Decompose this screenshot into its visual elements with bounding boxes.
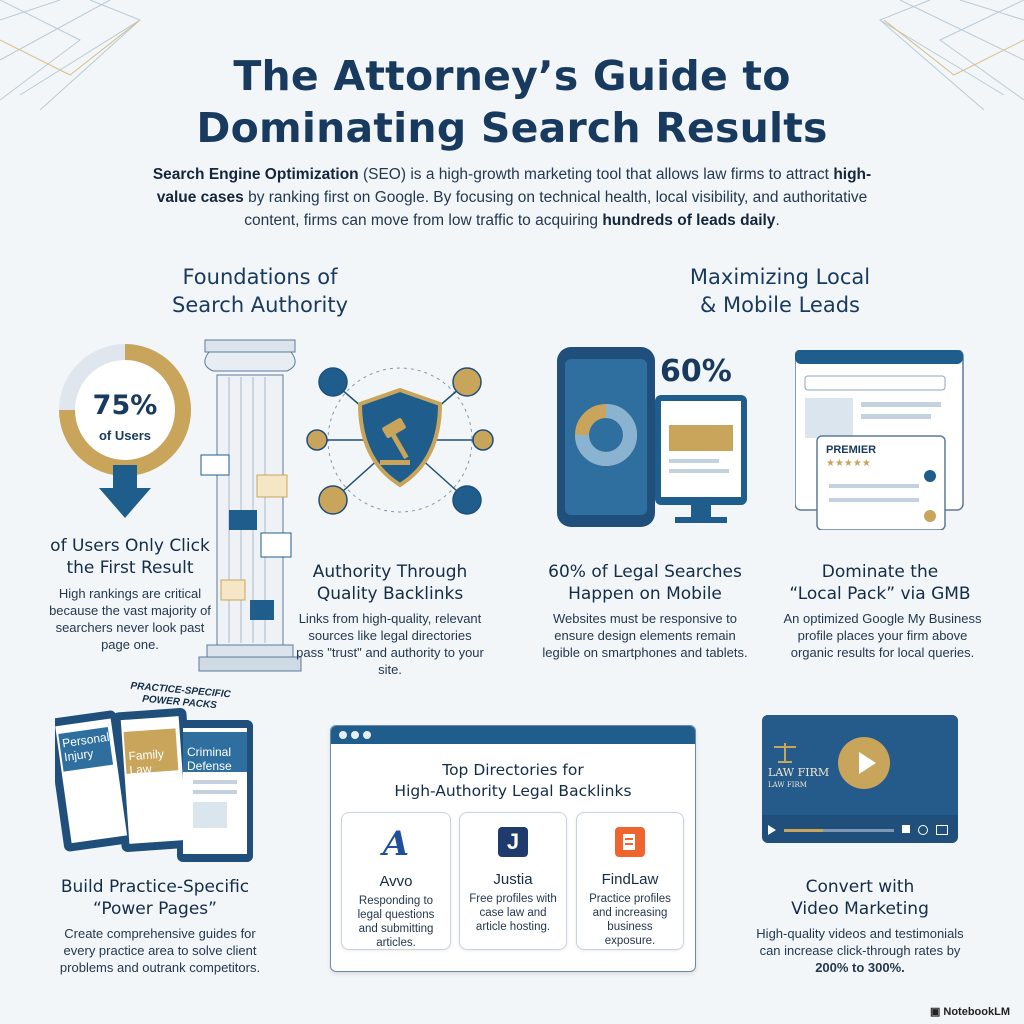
directory-description: Free profiles with case law and article … — [469, 893, 557, 933]
mobile-devices-illustration — [557, 347, 747, 527]
backlinks-shield-network — [306, 367, 494, 515]
play-button[interactable] — [838, 737, 890, 789]
intro-paragraph: Search Engine Optimization (SEO) is a hi… — [152, 166, 872, 229]
directory-name: Avvo — [379, 873, 413, 890]
directory-card-findlaw[interactable]: FindLaw Practice profiles and increasing… — [576, 812, 684, 950]
scales-icon — [774, 743, 796, 763]
directories-titlebar — [331, 726, 695, 744]
settings-icon[interactable] — [918, 825, 928, 835]
section-heading-local-mobile: Maximizing Local & Mobile Leads — [689, 265, 871, 317]
gmb-card-label: PREMIER — [826, 444, 877, 456]
power-pages-tablets — [55, 707, 253, 862]
mobile-percent: 60% — [660, 354, 732, 389]
play-icon — [859, 752, 876, 774]
section-heading-foundations: Foundations of Search Authority — [171, 265, 349, 317]
mobile-description: Websites must be responsive to ensure de… — [542, 611, 748, 660]
video-progress-track[interactable] — [784, 829, 894, 832]
avvo-logo-icon: A — [382, 824, 410, 864]
video-player[interactable]: LAW FIRM LAW FIRM — [762, 715, 958, 843]
power-pages-heading: Build Practice-Specific “Power Pages” — [60, 877, 250, 919]
users-heading: of Users Only Click the First Result — [50, 536, 210, 578]
pillar-illustration — [198, 339, 302, 672]
notebooklm-icon: ▣ — [929, 1006, 944, 1018]
small-play-icon[interactable] — [768, 825, 776, 835]
law-firm-logo: LAW FIRM LAW FIRM — [768, 766, 830, 790]
video-description: High-quality videos and testimonials can… — [756, 926, 964, 975]
directory-description: Responding to legal questions and submit… — [357, 895, 435, 949]
justia-logo-icon: J — [498, 827, 528, 857]
directories-heading: Top Directories for High-Authority Legal… — [394, 761, 632, 800]
power-pages-description: Create comprehensive guides for every pr… — [59, 926, 261, 975]
gmb-browser-illustration — [795, 350, 964, 530]
directory-name: Justia — [493, 871, 533, 888]
backlinks-description: Links from high-quality, relevant source… — [296, 611, 484, 677]
page-title: The Attorney’s Guide to Dominating Searc… — [196, 52, 828, 152]
volume-icon[interactable] — [902, 825, 910, 833]
video-progress-fill — [784, 829, 823, 832]
users-percent: 75% — [92, 390, 158, 421]
directory-card-avvo[interactable]: A Avvo Responding to legal questions and… — [341, 812, 451, 950]
users-donut-chart — [59, 344, 191, 518]
users-description: High rankings are critical because the v… — [49, 586, 211, 652]
fullscreen-icon[interactable] — [936, 825, 948, 835]
video-heading: Convert with Video Marketing — [791, 877, 929, 919]
decorative-corner-lines — [0, 0, 1024, 111]
users-percent-sub: of Users — [98, 428, 152, 443]
backlinks-heading: Authority Through Quality Backlinks — [312, 562, 468, 604]
mobile-heading: 60% of Legal Searches Happen on Mobile — [548, 562, 742, 604]
directory-name: FindLaw — [601, 871, 659, 888]
notebooklm-badge: ▣ NotebookLM — [929, 1006, 1010, 1018]
gmb-heading: Dominate the “Local Pack” via GMB — [789, 562, 971, 604]
directory-description: Practice profiles and increasing busines… — [589, 893, 671, 947]
gmb-description: An optimized Google My Business profile … — [783, 611, 982, 660]
findlaw-logo-icon — [615, 827, 645, 857]
gmb-rating-stars: ★★★★★ — [826, 458, 871, 469]
directory-card-justia[interactable]: J Justia Free profiles with case law and… — [459, 812, 567, 950]
